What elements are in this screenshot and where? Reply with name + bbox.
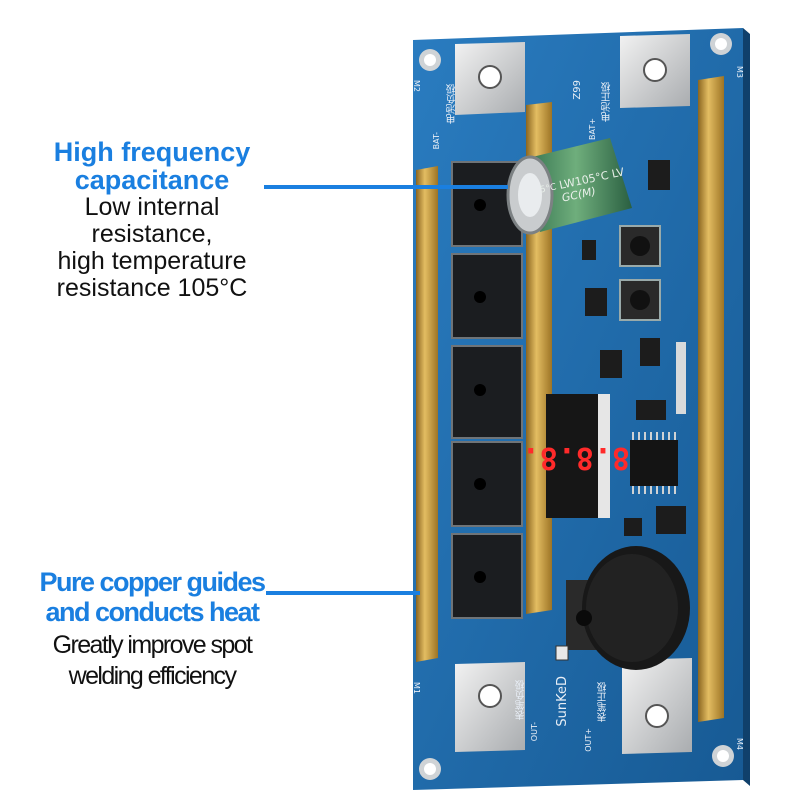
board-model-label: Z99 [572, 80, 583, 100]
bat-pos-cn-label: 电池正极 [602, 82, 613, 122]
copper-title-line2: and conducts heat [45, 597, 260, 627]
seven-segment-display [546, 394, 610, 518]
output-terminal-pads [455, 658, 692, 754]
copper-desc-line2: welding efficiency [68, 662, 237, 690]
m1-label: M1 [412, 682, 421, 694]
electrolytic-capacitor [506, 138, 632, 235]
capacitor-desc-line4: resistance 105°C [56, 274, 248, 302]
out-pos-en-label: OUT+ [584, 728, 593, 752]
tact-buttons [619, 225, 661, 321]
capacitor-callout: High frequency capacitance Low internal … [20, 138, 284, 302]
copper-callout: Pure copper guides and conducts heat Gre… [10, 568, 294, 690]
buzzer [566, 546, 690, 670]
display-digits: 8.8.8. [521, 440, 631, 475]
capacitor-desc-line1: Low internal [84, 193, 220, 221]
copper-title-line1: Pure copper guides [39, 567, 266, 597]
mounting-holes [419, 33, 734, 780]
bat-neg-en-label: BAT- [432, 132, 441, 150]
capacitor-title-line1: High frequency [53, 137, 251, 167]
m3-label: M3 [735, 66, 744, 78]
bat-pos-en-label: BAT+ [588, 118, 597, 140]
bat-neg-cn-label: 电池负极 [447, 84, 458, 124]
ic-chip [630, 432, 678, 494]
capacitor-desc-line2: resistance, [91, 220, 213, 248]
m4-label: M4 [735, 738, 744, 750]
copper-desc-line1: Greatly improve spot [52, 631, 253, 659]
out-neg-en-label: OUT- [530, 722, 539, 742]
brand-label: SunKeD [555, 676, 570, 727]
battery-terminal-pads [455, 34, 690, 115]
m2-label: M2 [412, 80, 421, 92]
capacitor-title-line2: capacitance [74, 165, 230, 195]
capacitor-desc-line3: high temperature [57, 247, 247, 275]
out-neg-cn-label: 表笔负极 [516, 680, 527, 720]
copper-leader-line [266, 591, 420, 595]
out-pos-cn-label: 表笔正极 [598, 682, 609, 722]
mosfet-row [451, 161, 523, 619]
capacitor-leader-line [264, 185, 508, 189]
